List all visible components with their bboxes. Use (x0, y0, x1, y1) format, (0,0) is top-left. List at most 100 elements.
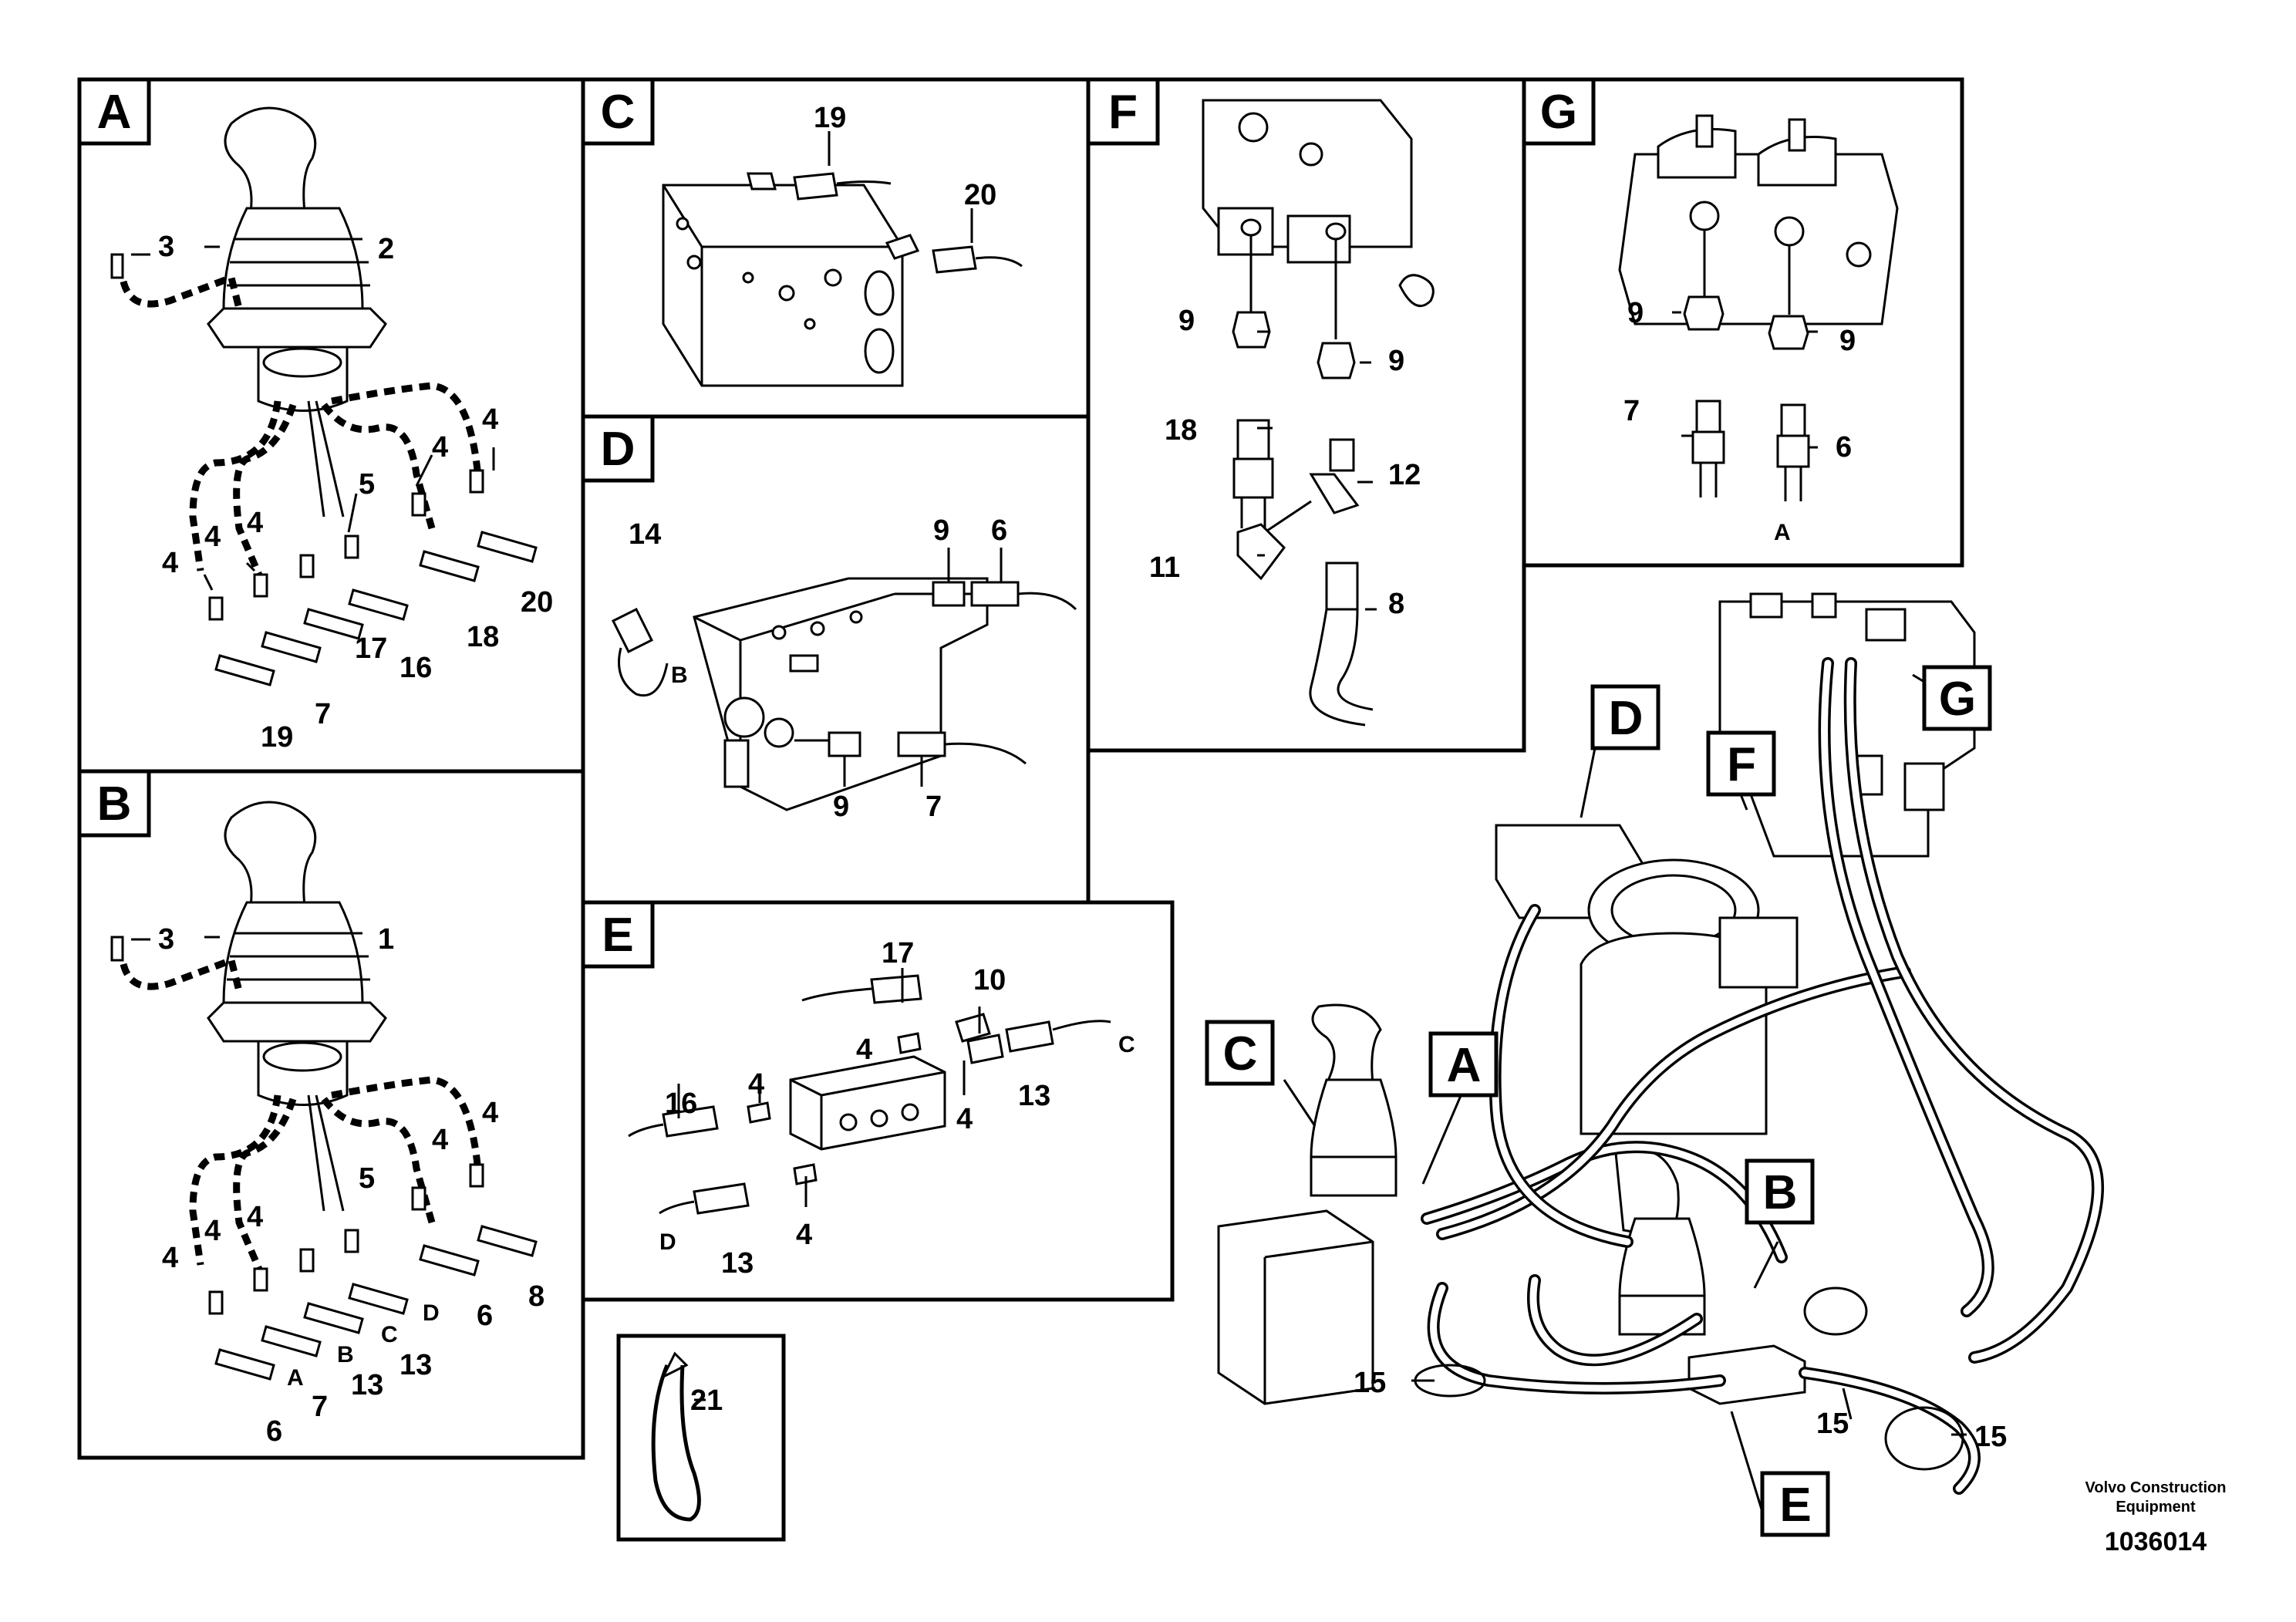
panel-d-callouts: 14 9 6 9 7 B (629, 514, 1007, 823)
panel-inset-frame (616, 1334, 786, 1542)
svg-text:17: 17 (882, 937, 914, 969)
svg-text:20: 20 (521, 586, 553, 619)
panel-e-callouts: 17 10 4 4 16 4 4 13 13 4 C D (659, 937, 1135, 1280)
svg-text:D: D (601, 423, 636, 476)
svg-text:19: 19 (261, 721, 293, 754)
svg-text:7: 7 (1623, 395, 1640, 427)
svg-text:4: 4 (748, 1068, 764, 1101)
svg-text:8: 8 (1388, 588, 1404, 620)
svg-text:19: 19 (814, 102, 846, 134)
svg-text:C: C (601, 86, 636, 139)
panel-a-drawing (110, 106, 538, 686)
panel-f-drawing (1202, 99, 1435, 727)
svg-text:A: A (1774, 520, 1791, 545)
panel-inset-drawing (651, 1351, 706, 1522)
svg-text:B: B (1763, 1166, 1798, 1219)
svg-text:A: A (287, 1365, 304, 1391)
svg-text:16: 16 (665, 1088, 697, 1120)
drawing-number: 1036014 (2105, 1527, 2207, 1556)
svg-text:3: 3 (158, 923, 174, 956)
svg-text:7: 7 (925, 791, 942, 823)
svg-text:13: 13 (351, 1369, 383, 1401)
footer: Volvo Construction Equipment 1036014 (2085, 1479, 2227, 1556)
svg-text:4: 4 (432, 431, 448, 464)
svg-text:12: 12 (1388, 459, 1421, 491)
panel-b-letter: B (77, 769, 151, 838)
svg-text:G: G (1939, 673, 1976, 726)
overview-callout-boxes (1205, 665, 1992, 1537)
svg-text:13: 13 (721, 1247, 754, 1280)
svg-text:C: C (1118, 1032, 1135, 1057)
panel-f-callouts: 9 9 18 12 11 8 (1149, 305, 1421, 620)
svg-text:15: 15 (1816, 1408, 1849, 1440)
svg-text:9: 9 (833, 791, 849, 823)
svg-text:1: 1 (378, 923, 394, 956)
panel-e-drawing (628, 968, 1111, 1215)
svg-text:4: 4 (482, 403, 498, 436)
svg-text:4: 4 (856, 1034, 872, 1066)
overview-callouts: D F G C A B E 15 15 15 (1223, 673, 2008, 1532)
svg-text:5: 5 (359, 1162, 375, 1195)
svg-text:21: 21 (690, 1384, 723, 1417)
svg-text:20: 20 (964, 179, 996, 211)
svg-text:6: 6 (1836, 431, 1852, 464)
panel-d-drawing (611, 548, 1077, 811)
svg-text:6: 6 (477, 1300, 493, 1332)
svg-text:9: 9 (1178, 305, 1195, 337)
panel-d-letter: D (581, 414, 655, 483)
svg-text:D: D (423, 1300, 440, 1326)
svg-text:A: A (97, 86, 132, 139)
svg-text:4: 4 (204, 1215, 221, 1247)
panel-inset-callouts: 21 (690, 1384, 723, 1417)
svg-text:4: 4 (204, 521, 221, 553)
panel-a-letter: A (77, 77, 151, 146)
svg-text:A: A (1447, 1039, 1482, 1092)
svg-text:F: F (1108, 86, 1138, 139)
company-line-2: Equipment (2116, 1499, 2196, 1516)
svg-text:E: E (602, 909, 633, 962)
svg-text:4: 4 (162, 1242, 178, 1274)
svg-text:E: E (1779, 1479, 1811, 1532)
panel-a-frame (77, 77, 585, 774)
svg-text:B: B (671, 663, 688, 688)
svg-text:4: 4 (956, 1103, 973, 1135)
company-line-1: Volvo Construction (2085, 1479, 2227, 1496)
panel-c-drawing (662, 131, 1023, 387)
svg-text:14: 14 (629, 518, 661, 551)
svg-text:4: 4 (482, 1097, 498, 1129)
svg-text:4: 4 (162, 547, 178, 579)
svg-text:15: 15 (1354, 1367, 1386, 1399)
svg-text:13: 13 (1018, 1080, 1050, 1112)
svg-text:17: 17 (355, 632, 387, 665)
panel-g-drawing (1618, 114, 1899, 501)
svg-text:B: B (337, 1342, 354, 1367)
panel-f-letter: F (1086, 77, 1160, 146)
panel-c-letter: C (581, 77, 655, 146)
svg-text:C: C (1223, 1027, 1258, 1081)
panel-b-callouts: 3 1 4 4 5 4 4 4 8 6 13 13 7 6 A B C D (158, 923, 544, 1448)
svg-text:G: G (1540, 86, 1577, 139)
svg-text:9: 9 (933, 514, 949, 547)
panel-e-letter: E (581, 900, 655, 969)
panel-b-frame (77, 769, 585, 1460)
panel-a-callouts: 3 2 4 4 5 4 4 4 20 18 16 17 7 19 (158, 231, 553, 754)
svg-text:B: B (97, 777, 132, 831)
svg-text:C: C (381, 1322, 398, 1347)
svg-text:3: 3 (158, 231, 174, 263)
svg-text:6: 6 (266, 1415, 282, 1448)
svg-text:9: 9 (1627, 297, 1644, 329)
panel-g-callouts: 9 9 7 6 A (1623, 297, 1856, 545)
svg-text:5: 5 (359, 468, 375, 501)
svg-text:D: D (1609, 692, 1644, 745)
svg-text:4: 4 (247, 507, 263, 539)
panel-b-drawing (110, 801, 538, 1381)
svg-text:15: 15 (1974, 1421, 2007, 1453)
svg-text:11: 11 (1149, 551, 1180, 584)
svg-text:F: F (1727, 738, 1756, 791)
svg-text:6: 6 (991, 514, 1007, 547)
svg-text:9: 9 (1388, 345, 1404, 377)
svg-text:16: 16 (400, 652, 432, 684)
overview-drawing (1217, 592, 2104, 1512)
svg-text:2: 2 (378, 233, 394, 265)
